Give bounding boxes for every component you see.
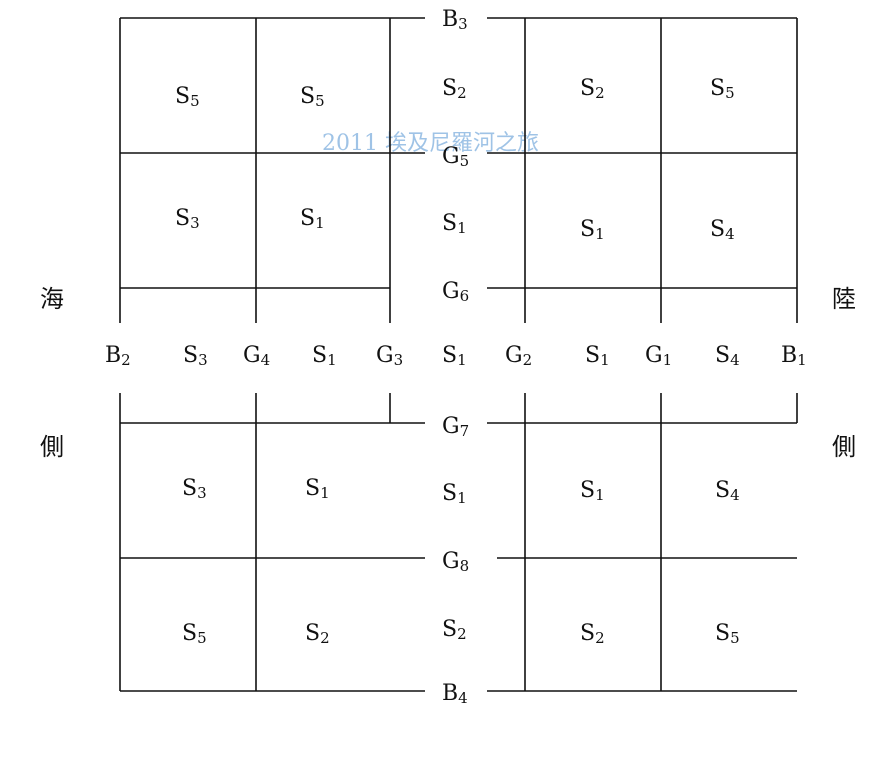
block-cell-label: S5 xyxy=(710,76,735,102)
block-cell-label: S5 xyxy=(300,84,325,110)
middle-column-label: S2 xyxy=(442,76,467,102)
middle-column-label: S1 xyxy=(442,211,467,237)
block-cell-label: S5 xyxy=(182,621,207,647)
middle-column-label: G7 xyxy=(442,414,469,440)
block-cell-label: S3 xyxy=(175,206,200,232)
crossing-row-label: B1 xyxy=(781,343,807,369)
block-cell-label: S4 xyxy=(710,217,735,243)
middle-column-label: G8 xyxy=(442,549,469,575)
block-cell-label: S2 xyxy=(580,76,605,102)
crossing-row-label: G1 xyxy=(645,343,672,369)
middle-column-label: G6 xyxy=(442,279,469,305)
block-cell-label: S3 xyxy=(182,476,207,502)
block-cell-label: S5 xyxy=(175,84,200,110)
side-label-right-top: 陸 xyxy=(832,285,856,313)
crossing-row-label: G4 xyxy=(243,343,270,369)
crossing-row-label: G2 xyxy=(505,343,532,369)
block-cell-label: S1 xyxy=(300,206,325,232)
block-cell-label: S5 xyxy=(715,621,740,647)
crossing-row-label: G3 xyxy=(376,343,403,369)
middle-column-label: S2 xyxy=(442,617,467,643)
block-cell-label: S1 xyxy=(580,478,605,504)
crossing-row-label: S1 xyxy=(585,343,610,369)
crossing-row-label: S1 xyxy=(312,343,337,369)
block-cell-label: S2 xyxy=(305,621,330,647)
block-cell-label: S2 xyxy=(580,621,605,647)
block-cell-label: S4 xyxy=(715,478,740,504)
middle-column-label: S1 xyxy=(442,343,467,369)
crossing-row-label: B2 xyxy=(105,343,131,369)
block-cell-label: S1 xyxy=(580,217,605,243)
side-label-right-bottom: 側 xyxy=(832,433,856,461)
crossing-row-label: S4 xyxy=(715,343,740,369)
block-cell-label: S1 xyxy=(305,476,330,502)
side-label-left-bottom: 側 xyxy=(40,433,64,461)
middle-column-label: B4 xyxy=(442,681,468,707)
middle-column-label: S1 xyxy=(442,481,467,507)
side-label-left-top: 海 xyxy=(40,285,64,313)
crossing-row-label: S3 xyxy=(183,343,208,369)
middle-column-label: B3 xyxy=(442,7,468,33)
